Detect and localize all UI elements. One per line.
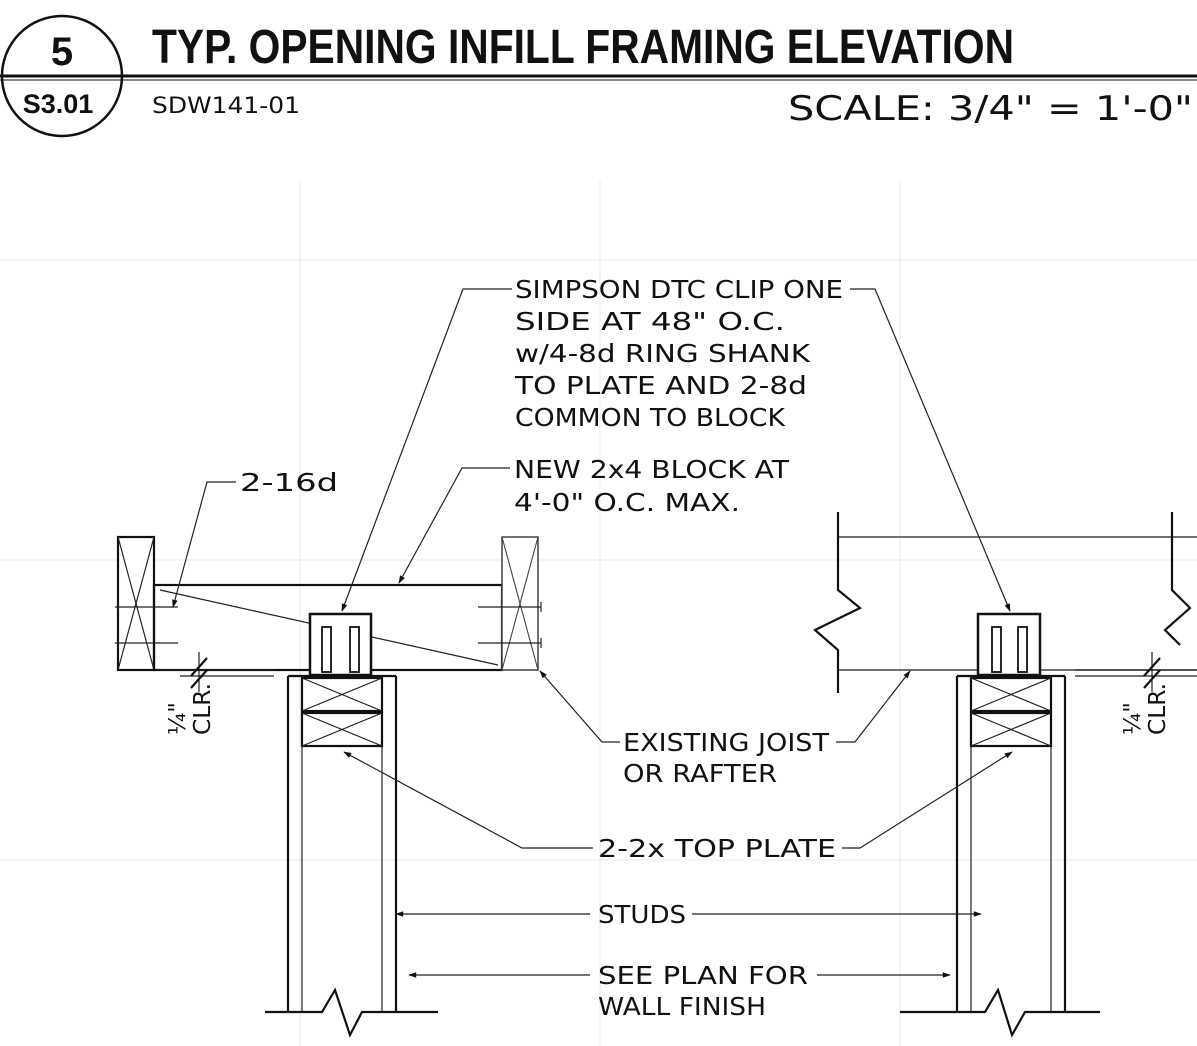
clip-note-line-1: SIMPSON DTC CLIP ONE: [515, 275, 843, 304]
leader-lines: [172, 288, 1013, 978]
svg-text:CLR.: CLR.: [1145, 683, 1171, 735]
joist-note-line-1: EXISTING JOIST: [623, 728, 830, 757]
callout-notes: SIMPSON DTC CLIP ONE SIDE AT 48" O.C. w/…: [240, 275, 843, 1021]
clearance-dimension-left: [160, 652, 274, 692]
top-plate-lower: [300, 711, 384, 748]
block-note-line-1: NEW 2x4 BLOCK AT: [514, 455, 790, 484]
scale-note: SCALE: 3/4" = 1'-0": [788, 89, 1193, 129]
break-line-right: [900, 987, 1100, 1038]
clearance-label-left: ¼" CLR.: [165, 683, 216, 735]
joist-note-line-2: OR RAFTER: [623, 759, 777, 788]
drawing-id: SDW141-01: [152, 94, 300, 119]
studs-note: STUDS: [598, 900, 686, 929]
simpson-dtc-clip-left: [308, 612, 373, 677]
clip-note-line-5: COMMON TO BLOCK: [515, 403, 786, 432]
top-plate-note: 2-2x TOP PLATE: [598, 834, 836, 863]
wall-finish-note-line-1: SEE PLAN FOR: [598, 961, 808, 990]
clearance-label-right: ¼" CLR.: [1120, 683, 1171, 735]
detail-number: 5: [51, 30, 73, 74]
clip-note-line-4: TO PLATE AND 2-8d: [514, 371, 807, 400]
16d-nails: [115, 602, 542, 648]
svg-text:¼": ¼": [165, 702, 191, 735]
drawing-title: TYP. OPENING INFILL FRAMING ELEVATION: [152, 21, 1014, 74]
svg-text:CLR.: CLR.: [190, 683, 216, 735]
simpson-dtc-clip-right: [976, 612, 1042, 677]
svg-text:¼": ¼": [1120, 702, 1146, 735]
block-note-line-2: 4'-0" O.C. MAX.: [514, 488, 740, 517]
background-grid: [0, 180, 1197, 1046]
right-framing: [813, 512, 1197, 1038]
wall-finish-note-line-2: WALL FINISH: [598, 992, 766, 1021]
wall-right: [900, 674, 1100, 1038]
clip-note-line-2: SIDE AT 48" O.C.: [515, 307, 785, 336]
wall-left: [265, 674, 438, 1038]
left-framing: [115, 535, 542, 1038]
break-line-joist-right: [1163, 512, 1192, 646]
break-line-left: [265, 987, 438, 1038]
break-line-joist-left: [813, 512, 863, 693]
sheet-number: S3.01: [23, 89, 94, 119]
clearance-dimension-right: [1075, 652, 1197, 692]
title-block: 5 S3.01 TYP. OPENING INFILL FRAMING ELEV…: [0, 14, 1197, 138]
top-plate-upper: [300, 676, 384, 713]
clip-note-line-3: w/4-8d RING SHANK: [515, 339, 811, 368]
nails-note: 2-16d: [240, 468, 338, 497]
